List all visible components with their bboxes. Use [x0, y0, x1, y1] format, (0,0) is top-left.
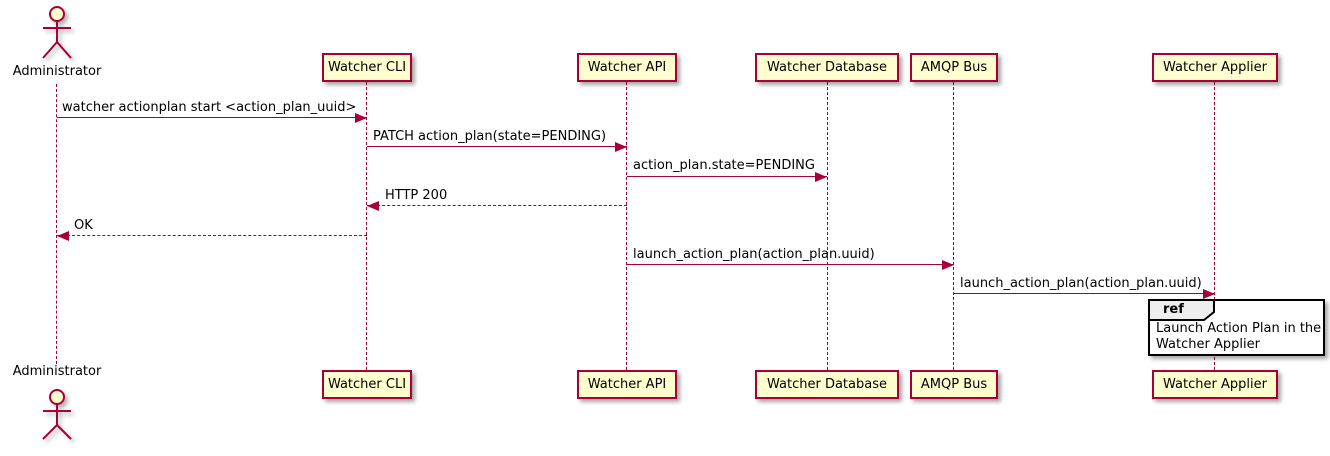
message-3-arrowhead	[815, 172, 827, 182]
participant-amqp-bus-bottom: AMQP Bus	[910, 370, 998, 399]
lifeline-watcher-cli	[366, 82, 367, 370]
lifeline-watcher-database	[827, 82, 828, 370]
ref-keyword: ref	[1163, 302, 1184, 317]
message-1-arrow	[57, 117, 367, 118]
message-6-arrow	[627, 264, 954, 265]
ref-text-line-1: Launch Action Plan in the	[1156, 321, 1322, 336]
ref-tab-shape	[1148, 299, 1215, 321]
message-2-label: PATCH action_plan(state=PENDING)	[373, 129, 607, 144]
actor-label-top: Administrator	[12, 64, 102, 79]
message-7-arrowhead	[1203, 289, 1215, 299]
actor-label-bottom: Administrator	[12, 364, 102, 379]
lifeline-watcher-applier	[1214, 82, 1215, 370]
participant-watcher-api-bottom: Watcher API	[577, 370, 677, 399]
participant-watcher-applier-bottom: Watcher Applier	[1152, 370, 1278, 399]
message-2-arrow	[367, 146, 627, 147]
message-6-arrowhead	[942, 260, 954, 270]
actor-icon-top	[42, 6, 72, 59]
message-7-arrow	[954, 293, 1215, 294]
lifeline-amqp-bus	[953, 82, 954, 370]
message-4-label: HTTP 200	[385, 188, 448, 203]
ref-text-line-2: Watcher Applier	[1156, 337, 1260, 352]
participant-watcher-database-top: Watcher Database	[755, 53, 899, 82]
participant-amqp-bus-top: AMQP Bus	[910, 53, 998, 82]
message-3-arrow	[627, 176, 827, 177]
message-1-label: watcher actionplan start <action_plan_uu…	[62, 100, 357, 115]
message-3-label: action_plan.state=PENDING	[633, 158, 815, 173]
ref-fragment: ref Launch Action Plan in the Watcher Ap…	[1148, 299, 1325, 356]
message-5-arrow	[57, 235, 367, 236]
message-2-arrowhead	[615, 142, 627, 152]
participant-watcher-applier-top: Watcher Applier	[1152, 53, 1278, 82]
participant-watcher-api-top: Watcher API	[577, 53, 677, 82]
participant-watcher-database-bottom: Watcher Database	[755, 370, 899, 399]
participant-watcher-cli-top: Watcher CLI	[322, 53, 412, 82]
message-5-label: OK	[74, 218, 93, 233]
message-4-arrowhead	[367, 201, 379, 211]
message-6-label: launch_action_plan(action_plan.uuid)	[633, 247, 875, 262]
lifeline-administrator	[56, 84, 57, 364]
message-4-arrow	[367, 205, 627, 206]
message-5-arrowhead	[57, 231, 69, 241]
lifeline-watcher-api	[626, 82, 627, 370]
participant-watcher-cli-bottom: Watcher CLI	[322, 370, 412, 399]
message-1-arrowhead	[355, 113, 367, 123]
message-7-label: launch_action_plan(action_plan.uuid)	[960, 276, 1202, 291]
actor-icon-bottom	[42, 389, 72, 440]
